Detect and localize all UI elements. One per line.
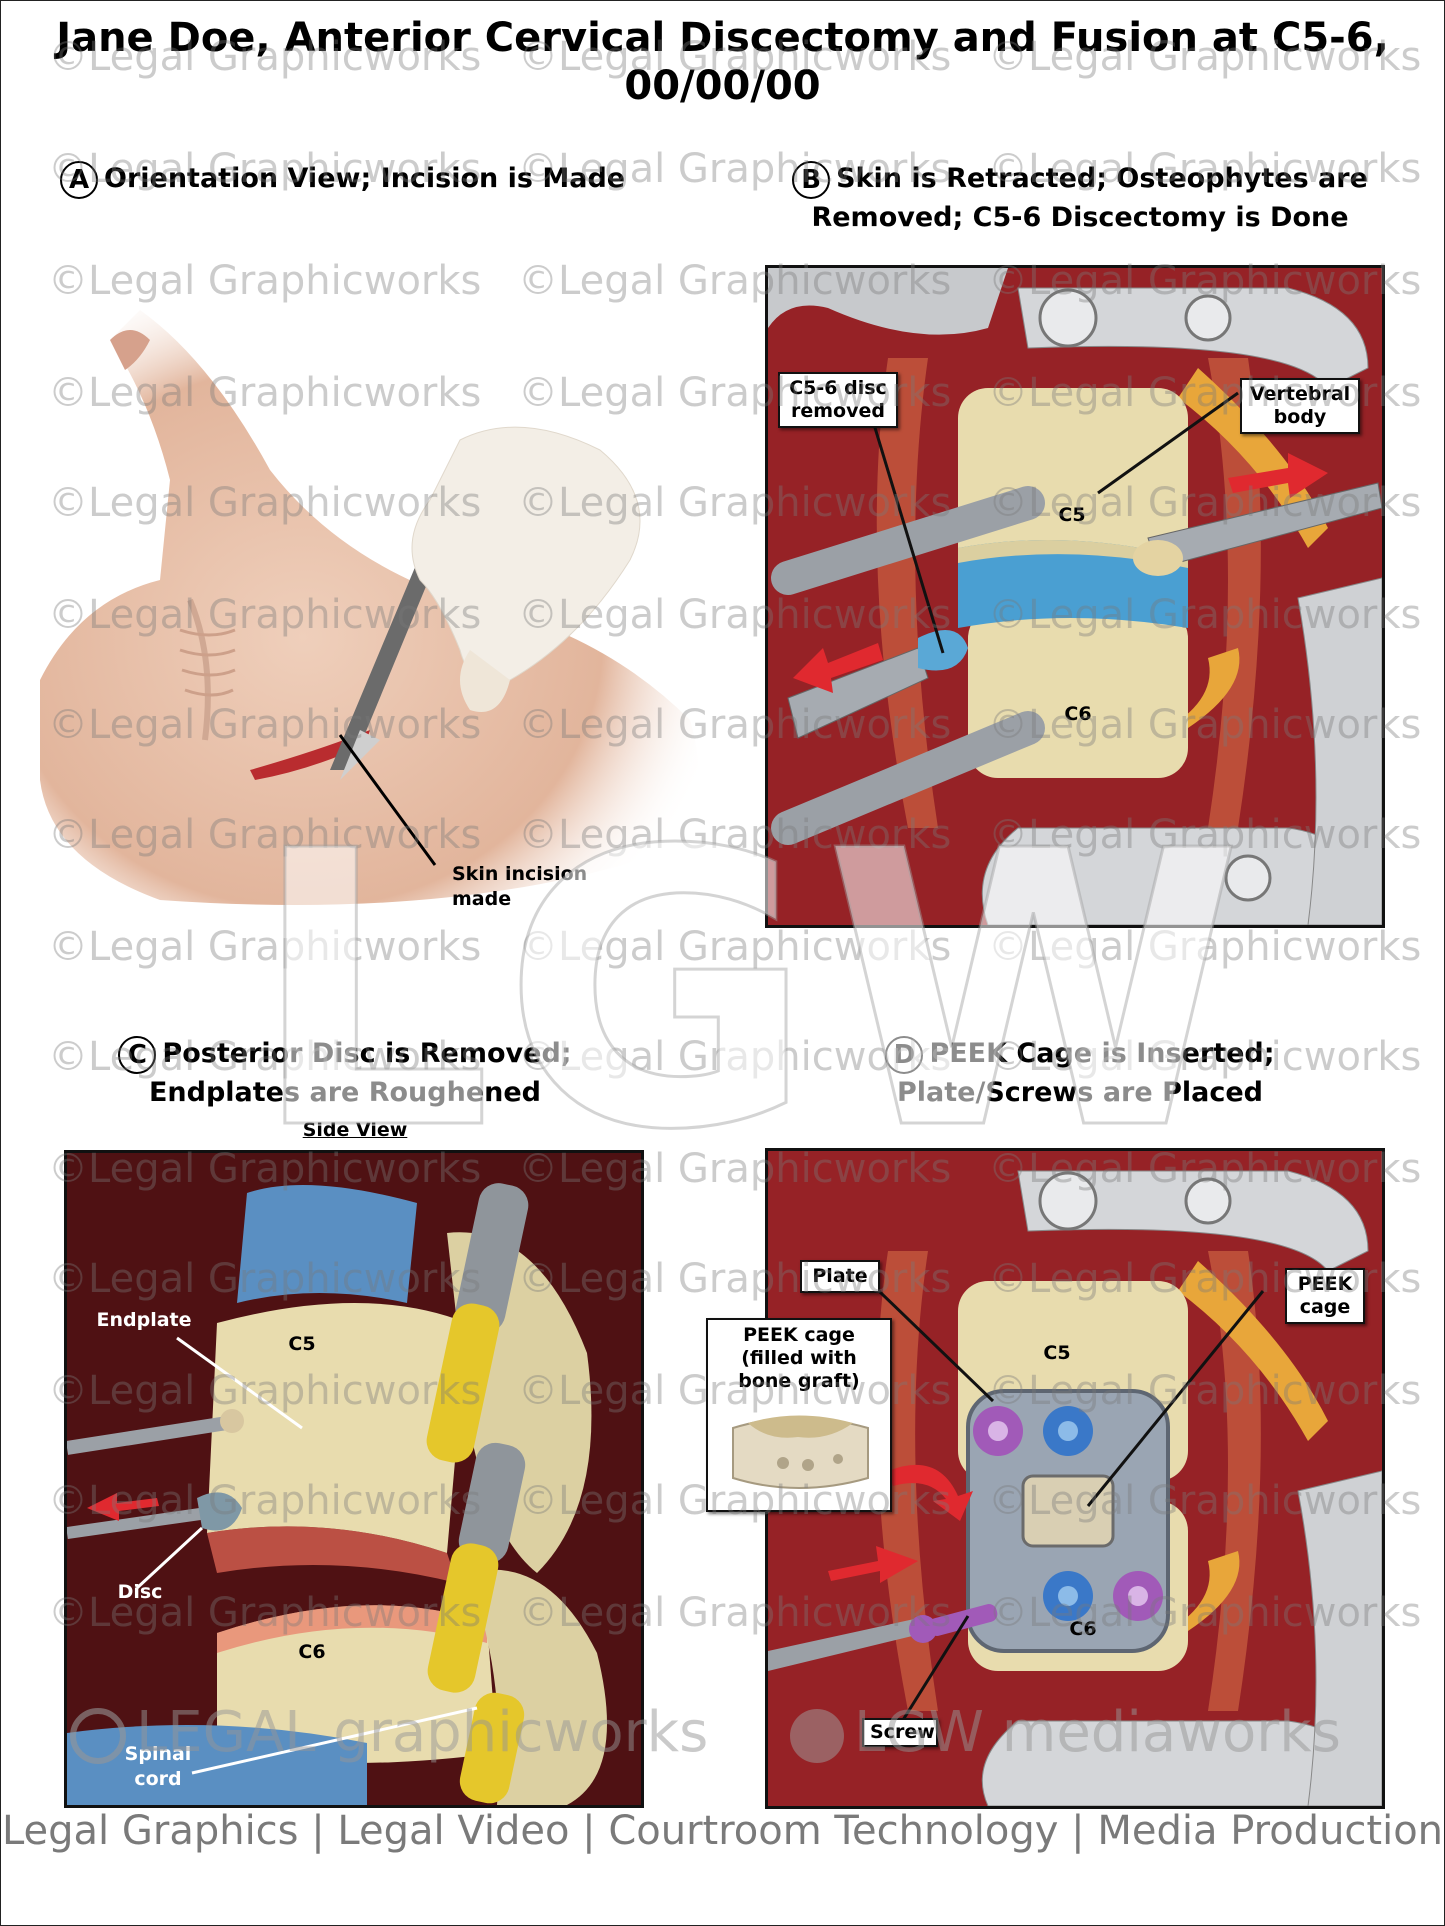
panel-c xyxy=(64,1150,644,1808)
badge-b: B xyxy=(792,160,831,199)
magnifier-icon xyxy=(70,1707,126,1764)
leader-screw xyxy=(891,1615,970,1737)
label-c5-6-disc-removed: C5-6 disc removed xyxy=(778,372,898,428)
logo-lgw-mediaworks: LGW mediaworks xyxy=(790,1700,1341,1765)
label-d-c6: C6 xyxy=(1069,1618,1097,1640)
play-icon xyxy=(790,1708,844,1763)
peek-cage-implant xyxy=(1021,1474,1115,1548)
title-line-2: 00/00/00 xyxy=(624,63,821,109)
arrow-left xyxy=(793,643,883,693)
vertebra-c5-side xyxy=(207,1303,467,1553)
label-c-c5: C5 xyxy=(288,1333,316,1355)
leader-spinal-cord xyxy=(191,1706,478,1775)
label-spinal-cord: Spinal cord xyxy=(124,1743,192,1790)
peek-cage-inset-graphic xyxy=(732,1415,869,1489)
label-peek-cage-inset: PEEK cage (filled with bone graft) xyxy=(738,1324,860,1392)
badge-d: D xyxy=(885,1035,924,1074)
badge-a: A xyxy=(60,160,98,199)
label-skin-incision: Skin incision made xyxy=(452,863,588,910)
retractor-pin-c6 xyxy=(771,711,1045,845)
arrow-right-d xyxy=(828,1546,918,1583)
leader-disc xyxy=(135,1526,204,1590)
arrow-left-c xyxy=(87,1493,159,1521)
label-plate: Plate xyxy=(800,1260,880,1293)
label-c-c6: C6 xyxy=(298,1641,326,1663)
footer-tagline: Legal Graphics | Legal Video | Courtroom… xyxy=(1,1808,1444,1854)
panel-b xyxy=(765,265,1385,928)
page-title: Jane Doe, Anterior Cervical Discectomy a… xyxy=(0,14,1445,110)
vertebra-c5 xyxy=(958,388,1188,588)
title-line-1: Jane Doe, Anterior Cervical Discectomy a… xyxy=(56,15,1389,61)
arrow-right xyxy=(1228,453,1328,498)
leader-disc-removed xyxy=(861,387,945,654)
label-endplate: Endplate xyxy=(96,1309,192,1331)
label-d-c5: C5 xyxy=(1043,1342,1071,1364)
leader-peek-cage xyxy=(1086,1290,1265,1507)
label-peek-cage: PEEK cage xyxy=(1285,1268,1365,1324)
disc-space xyxy=(958,540,1188,628)
label-disc: Disc xyxy=(117,1581,163,1603)
peek-cage-inset: PEEK cage (filled with bone graft) xyxy=(706,1318,892,1512)
label-b-c6: C6 xyxy=(1064,703,1092,725)
panel-a-illustration xyxy=(40,300,720,920)
subtitle-side-view: Side View xyxy=(302,1119,408,1141)
screw xyxy=(928,1604,998,1636)
incision-leader xyxy=(338,734,437,866)
badge-c: C xyxy=(118,1035,157,1074)
label-b-c5: C5 xyxy=(1058,504,1086,526)
leader-vertebral-body xyxy=(1097,391,1239,495)
logo-legal-graphicworks: LEGAL graphicworks xyxy=(70,1700,708,1765)
vertebra-c6-side xyxy=(217,1605,497,1763)
label-vertebral-body: Vertebral body xyxy=(1240,378,1360,434)
arrow-curved-d xyxy=(888,1464,973,1521)
leader-endplate xyxy=(176,1336,303,1430)
label-screw: Screw xyxy=(862,1718,938,1747)
